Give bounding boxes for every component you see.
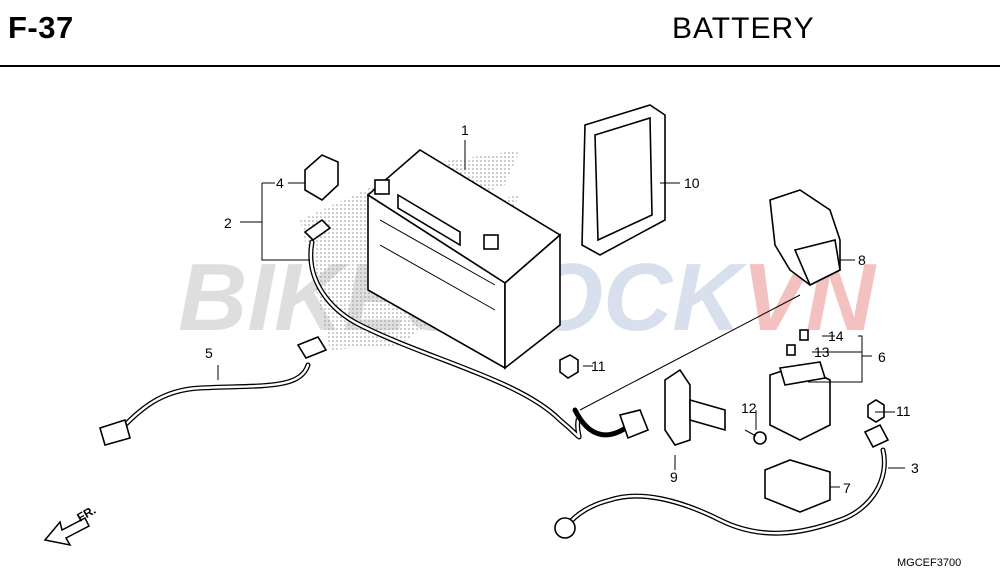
diagram-code: MGCEF3700 — [897, 557, 961, 569]
starter-relay — [769, 361, 831, 441]
callout-12: 12 — [741, 400, 757, 416]
sub-cable — [572, 407, 650, 440]
front-arrow-icon — [43, 516, 91, 547]
callout-5: 5 — [205, 345, 213, 361]
header-rule — [0, 65, 1000, 67]
callout-11-upper: 11 — [591, 358, 606, 374]
callout-4: 4 — [276, 175, 284, 191]
battery-band — [581, 104, 666, 256]
relay-bracket — [664, 368, 726, 446]
page-title: BATTERY — [672, 12, 815, 45]
page-code: F-37 — [8, 10, 74, 45]
relay-cable — [554, 423, 890, 539]
callout-8: 8 — [858, 252, 866, 268]
callout-10: 10 — [684, 175, 700, 191]
callout-1: 1 — [461, 122, 469, 138]
negative-cable — [99, 336, 328, 446]
callout-7: 7 — [843, 480, 851, 496]
callout-numbers: 1 2 3 4 5 6 7 8 9 10 11 11 12 13 14 — [205, 122, 919, 496]
callout-14: 14 — [828, 328, 844, 344]
leader-lines — [217, 140, 905, 488]
callout-11-lower: 11 — [896, 403, 911, 419]
fuses — [786, 329, 809, 356]
relay-cover — [769, 189, 841, 287]
callout-2: 2 — [224, 215, 232, 231]
relay-holder — [764, 459, 831, 513]
callout-6: 6 — [878, 349, 886, 365]
callout-13: 13 — [814, 344, 830, 360]
terminal-cover — [304, 154, 339, 201]
header: F-37 BATTERY — [0, 0, 1000, 67]
bolts — [559, 354, 885, 423]
front-direction-indicator: FR. — [43, 503, 98, 547]
screw — [744, 429, 767, 445]
battery — [366, 149, 562, 370]
callout-9: 9 — [670, 469, 678, 485]
callout-3: 3 — [911, 460, 919, 476]
positive-cable — [303, 218, 582, 440]
